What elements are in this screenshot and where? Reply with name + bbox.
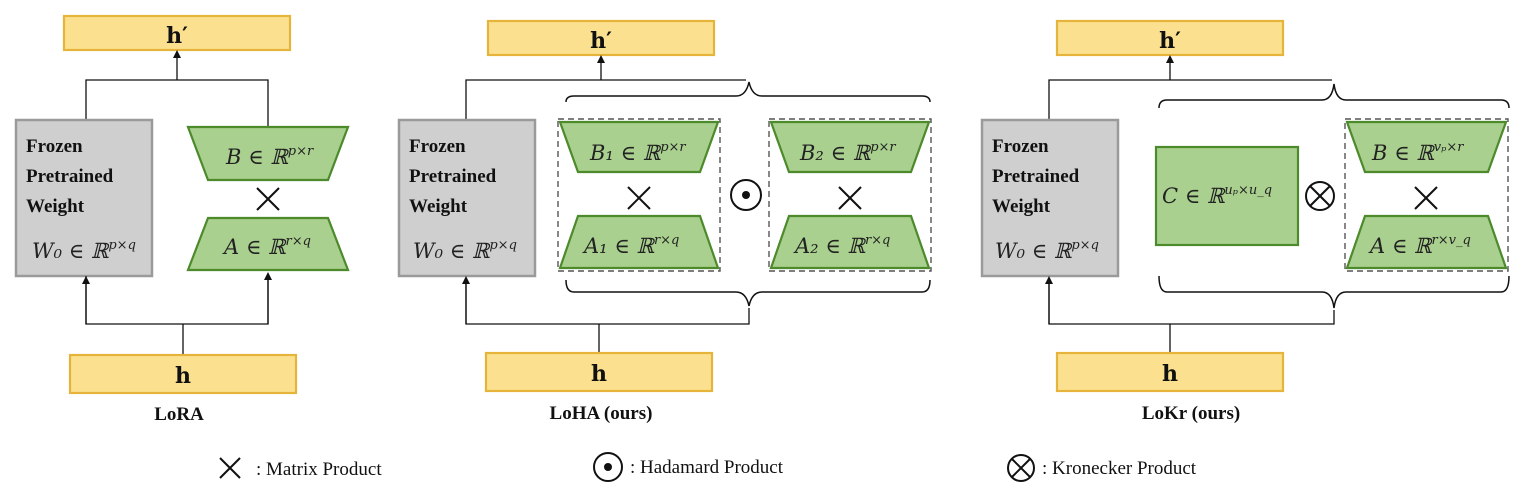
- lokr-matrix-product-icon: [1414, 186, 1438, 210]
- loha-top-brace: [565, 81, 931, 103]
- lokr-frozen-weight-box: [980, 118, 1120, 278]
- loha-frozen-line3: Weight: [409, 196, 468, 217]
- loha-a2-matrix: [769, 214, 931, 270]
- loha-b1-math: B₁ ∈ ℝp×r: [589, 140, 686, 165]
- loha-frozen-line1: Frozen: [409, 136, 466, 157]
- legend-hadamard-product-label: : Hadamard Product: [630, 457, 784, 478]
- lora-matrix-product-icon: [256, 187, 280, 211]
- lora-frozen-line3: Weight: [26, 196, 85, 217]
- loha-left-group: [557, 118, 721, 272]
- lokr-right-group: [1344, 118, 1509, 272]
- loha-split-line: [465, 278, 750, 325]
- lora-output-label: h′: [166, 23, 188, 49]
- loha-frozen-math: W₀ ∈ ℝp×q: [413, 238, 517, 263]
- lokr-frozen-line3: Weight: [992, 196, 1051, 217]
- lokr-c-matrix: [1154, 145, 1300, 247]
- loha-a1-matrix: [558, 214, 720, 270]
- loha-right-matrix-product-icon: [838, 186, 862, 210]
- lokr-c-math: C ∈ ℝuₚ×u_q: [1162, 183, 1272, 208]
- loha-frozen-weight-box: [397, 118, 537, 278]
- loha-hadamard-product-icon: [730, 179, 762, 211]
- lora-caption: LoRA: [154, 404, 204, 425]
- lora-frozen-line1: Frozen: [26, 136, 83, 157]
- lora-split-line: [85, 274, 269, 325]
- lokr-panel: h′ Frozen Pretrained Weight W₀ ∈ ℝp×q C …: [980, 19, 1510, 424]
- lokr-a-matrix: [1345, 214, 1508, 270]
- loha-caption: LoHA (ours): [550, 403, 653, 424]
- lora-a-matrix: [186, 216, 350, 272]
- lokr-b-matrix: [1345, 120, 1508, 174]
- loha-input-box: [484, 351, 714, 393]
- lokr-b-math: B ∈ ℝvₚ×r: [1371, 140, 1464, 165]
- loha-b2-math: B₂ ∈ ℝp×r: [799, 140, 896, 165]
- loha-left-matrix-product-icon: [627, 186, 651, 210]
- loha-frozen-line2: Pretrained: [409, 166, 497, 187]
- lokr-input-label: h: [1162, 361, 1178, 387]
- legend: : Matrix Product : Hadamard Product : Kr…: [219, 452, 1197, 482]
- lokr-a-math: A ∈ ℝr×v_q: [1368, 233, 1471, 258]
- lora-frozen-math: W₀ ∈ ℝp×q: [32, 238, 136, 263]
- lokr-frozen-line1: Frozen: [992, 136, 1049, 157]
- lora-b-math: B ∈ ℝp×r: [225, 144, 314, 169]
- loha-output-box: [486, 19, 716, 57]
- lora-frozen-weight-box: [14, 118, 154, 278]
- legend-kronecker-product-icon: [1007, 454, 1035, 482]
- lora-frozen-line2: Pretrained: [26, 166, 114, 187]
- lora-a-math: A ∈ ℝr×q: [222, 234, 311, 259]
- lokr-merge-line: [1048, 79, 1332, 120]
- lokr-bottom-brace: [1158, 275, 1510, 309]
- legend-matrix-product-label: : Matrix Product: [256, 459, 382, 480]
- lokr-output-box: [1055, 19, 1285, 57]
- lora-output-box: [62, 14, 292, 52]
- lokr-top-brace: [1158, 83, 1510, 109]
- loha-panel: h′ Frozen Pretrained Weight W₀ ∈ ℝp×q B₁…: [397, 19, 932, 424]
- lora-input-box: [68, 353, 298, 395]
- lora-b-matrix: [186, 125, 350, 182]
- lokr-caption: LoKr (ours): [1142, 403, 1240, 424]
- legend-hadamard-product-icon: [593, 452, 623, 482]
- lora-input-label: h: [175, 363, 191, 389]
- loha-output-label: h′: [590, 28, 612, 54]
- loha-input-label: h: [591, 361, 607, 387]
- loha-b1-matrix: [558, 120, 720, 174]
- lokr-frozen-math: W₀ ∈ ℝp×q: [995, 238, 1099, 263]
- lokr-input-box: [1055, 351, 1285, 393]
- loha-b2-matrix: [769, 120, 931, 174]
- loha-merge-line: [465, 79, 746, 120]
- lokr-split-line: [1048, 278, 1335, 325]
- loha-a2-math: A₂ ∈ ℝr×q: [793, 233, 890, 258]
- legend-kronecker-product-label: : Kronecker Product: [1042, 458, 1197, 479]
- legend-matrix-product-icon: [219, 457, 241, 479]
- loha-bottom-brace: [565, 279, 931, 307]
- lora-panel: h′ Frozen Pretrained Weight W₀ ∈ ℝp×q B …: [14, 14, 350, 425]
- lokr-frozen-line2: Pretrained: [992, 166, 1080, 187]
- lokr-kronecker-product-icon: [1305, 181, 1335, 211]
- loha-a1-math: A₁ ∈ ℝr×q: [582, 233, 679, 258]
- loha-right-group: [768, 118, 932, 272]
- lokr-output-label: h′: [1159, 28, 1181, 54]
